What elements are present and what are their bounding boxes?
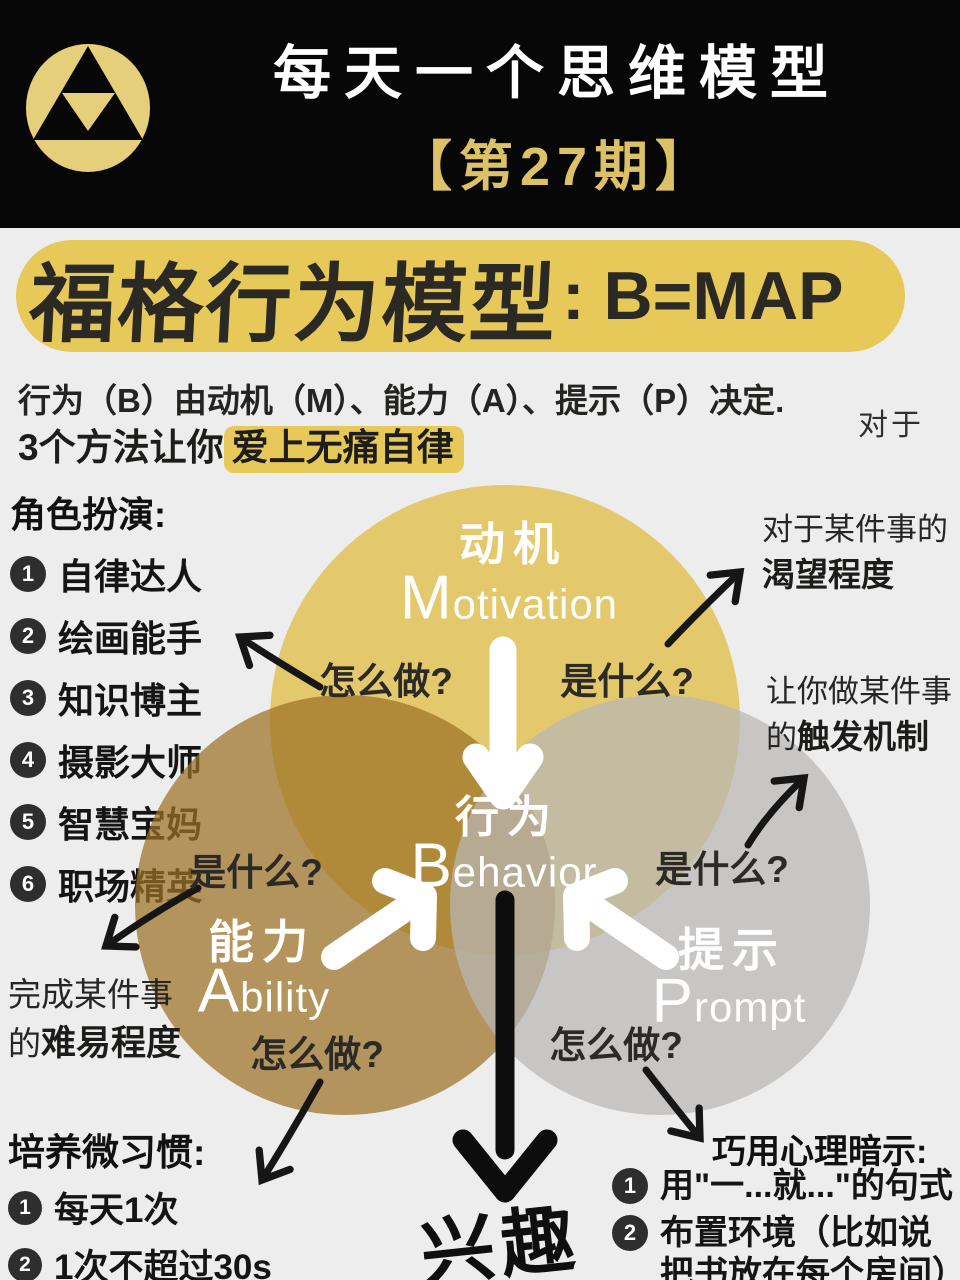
number-badge: 2 bbox=[612, 1214, 648, 1251]
number-badge: 2 bbox=[10, 618, 46, 654]
header-text-block: 每天一个思维模型 【第27期】 bbox=[160, 26, 954, 201]
ability-what-label: 是什么? bbox=[189, 852, 323, 893]
motivation-label-en: Motivation bbox=[399, 563, 619, 633]
arrow-to-difficulty-note bbox=[101, 884, 202, 951]
number-badge: 1 bbox=[612, 1168, 648, 1204]
hints-heading: 巧用心理暗示: bbox=[712, 1133, 928, 1171]
prompt-how-label: 怎么做? bbox=[549, 1025, 683, 1066]
motivation-how-label: 怎么做? bbox=[319, 661, 453, 702]
desire-note: 对于某件事的 渴望程度 bbox=[762, 508, 948, 599]
prompt-label-zh: 提示 bbox=[678, 924, 786, 976]
roles-heading: 角色扮演: bbox=[10, 494, 166, 535]
arrow-to-roles-list bbox=[234, 631, 324, 691]
ability-how-label: 怎么做? bbox=[250, 1034, 384, 1075]
number-badge: 5 bbox=[10, 804, 46, 840]
stray-note: 对于 bbox=[858, 409, 924, 442]
issue-number: 【第27期】 bbox=[397, 137, 717, 197]
prompt-label-en: Prompt bbox=[651, 966, 807, 1036]
motivation-to-behavior-arrow bbox=[462, 636, 544, 810]
motivation-label-zh: 动机 bbox=[459, 518, 567, 570]
desire-note-line1: 对于某件事的 bbox=[762, 512, 948, 547]
arrow-to-hints bbox=[642, 1066, 704, 1143]
ability-label-en: Ability bbox=[197, 956, 331, 1026]
micro-habits-heading: 培养微习惯: bbox=[8, 1132, 206, 1173]
difficulty-note-line1: 完成某件事 bbox=[8, 976, 173, 1013]
annotation-arrows bbox=[101, 567, 809, 1186]
series-title: 每天一个思维模型 bbox=[272, 41, 841, 106]
ability-to-behavior-arrow bbox=[321, 868, 437, 970]
trigger-note-line2: 的触发机制 bbox=[766, 718, 929, 756]
number-badge: 3 bbox=[10, 680, 46, 716]
prompt-circle bbox=[450, 695, 870, 1115]
behavior-label-zh: 行为 bbox=[455, 793, 559, 842]
trigger-note-line1: 让你做某件事 bbox=[766, 674, 952, 709]
model-title-pill: 福格行为模型 : B=MAP bbox=[16, 240, 905, 353]
prompt-to-behavior-arrow bbox=[563, 868, 679, 970]
arrow-to-desire-note bbox=[664, 567, 745, 648]
desire-note-line2: 渴望程度 bbox=[762, 556, 894, 594]
intro-line-1: 行为（B）由动机（M）、能力（A）、提示（P）决定. bbox=[18, 382, 785, 419]
behavior-label-en: Behavior bbox=[410, 831, 598, 901]
number-badge: 1 bbox=[8, 1190, 42, 1225]
number-badge: 2 bbox=[8, 1247, 42, 1280]
ability-circle bbox=[135, 695, 555, 1115]
number-badge: 6 bbox=[10, 866, 46, 902]
difficulty-note: 完成某件事 的难易程度 bbox=[8, 972, 181, 1069]
difficulty-note-line2: 的难易程度 bbox=[8, 1023, 182, 1063]
number-badge: 1 bbox=[10, 556, 46, 592]
intro-line-2: 3个方法让你爱上无痛自律 bbox=[18, 417, 464, 473]
number-badge: 4 bbox=[10, 742, 46, 778]
model-formula: : B=MAP bbox=[562, 258, 844, 334]
intro-highlight: 爱上无痛自律 bbox=[223, 426, 464, 473]
intro-line-2-prefix: 3个方法让你 bbox=[18, 427, 224, 468]
triangle-logo-icon bbox=[26, 44, 150, 172]
ability-label-zh: 能力 bbox=[208, 916, 316, 968]
interest-label: 兴趣 bbox=[416, 1196, 585, 1280]
prompt-what-label: 是什么? bbox=[655, 849, 789, 890]
trigger-note: 让你做某件事 的触发机制 bbox=[766, 670, 952, 761]
arrow-to-micro-habits bbox=[255, 1078, 324, 1186]
behavior-to-interest-arrow bbox=[452, 890, 558, 1203]
arrow-to-trigger-note bbox=[744, 773, 809, 849]
motivation-what-label: 是什么? bbox=[560, 661, 694, 702]
header-banner: 每天一个思维模型 【第27期】 bbox=[0, 0, 960, 228]
